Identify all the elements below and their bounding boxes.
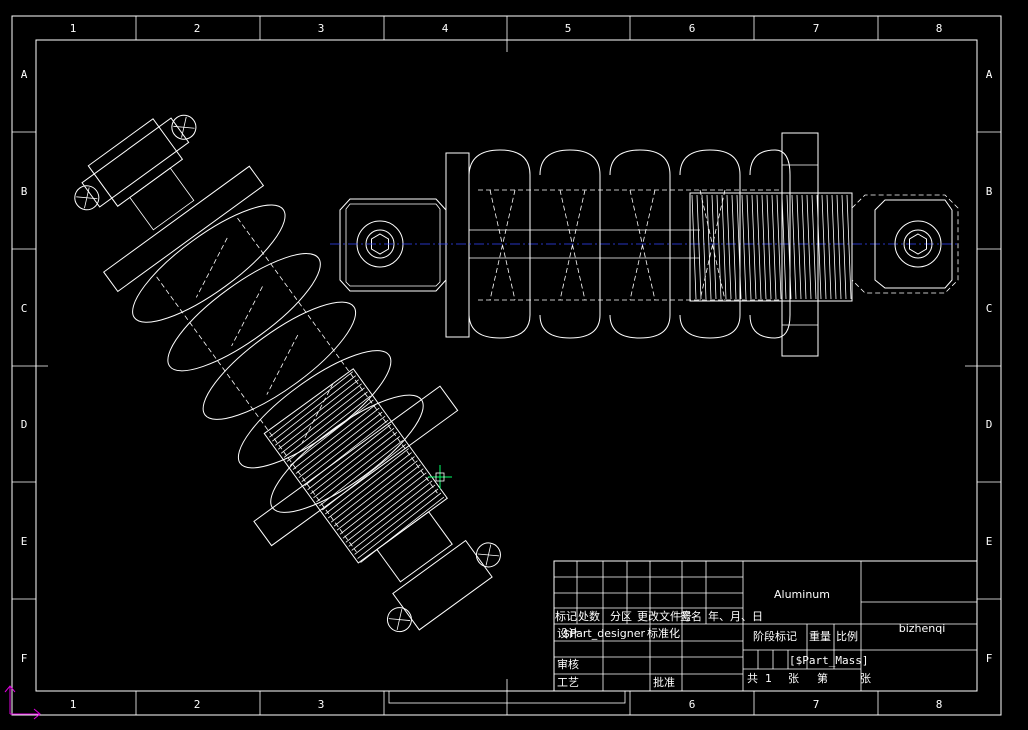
- change-doc-label: 更改文件号: [637, 609, 692, 623]
- count-label: 处数: [578, 610, 600, 623]
- col-label-top: 2: [194, 22, 201, 35]
- designer-label: 设计: [557, 627, 579, 640]
- adjuster-ring: [781, 132, 819, 357]
- row-label-left: A: [21, 68, 28, 81]
- total-label: 共: [747, 672, 758, 685]
- weight-label: 重量: [809, 629, 831, 643]
- shock-absorber-front-view[interactable]: [330, 132, 960, 357]
- left-eye-mount: [339, 198, 447, 292]
- approve-label: 批准: [653, 675, 675, 689]
- row-label-right: F: [986, 652, 993, 665]
- row-label-right: A: [986, 68, 993, 81]
- right-zone-bar: A B C D E F: [965, 68, 1001, 665]
- col-label-top: 3: [318, 22, 325, 35]
- sheet-label: 第: [817, 671, 828, 685]
- bottom-zone-bar: 1 2 3 6 7 8: [70, 679, 943, 715]
- sheet-unit-2: 张: [860, 672, 871, 685]
- row-label-left: D: [21, 418, 28, 431]
- process-label: 工艺: [557, 676, 579, 689]
- title-block: Aluminum bizhenqi 标记 处数 分区 更改文件号 签名 年、月、…: [553, 560, 978, 692]
- iso-spring-seat: [102, 165, 265, 293]
- iso-adjuster-ring: [253, 385, 459, 547]
- top-zone-bar: 1 2 3 4 5 6 7 8: [70, 16, 943, 52]
- col-label-bottom: 3: [318, 698, 325, 711]
- row-label-left: C: [21, 302, 28, 315]
- col-label-top: 5: [565, 22, 572, 35]
- col-label-top: 6: [689, 22, 696, 35]
- row-label-right: D: [986, 418, 993, 431]
- row-label-right: C: [986, 302, 993, 315]
- shock-absorber-iso-view[interactable]: [28, 75, 549, 671]
- col-label-top: 1: [70, 22, 77, 35]
- bottom-nut-assembly: [376, 511, 501, 633]
- col-label-bottom: 2: [194, 698, 201, 711]
- col-label-top: 7: [813, 22, 820, 35]
- mark-label: 标记: [555, 609, 577, 623]
- zone-label: 分区: [610, 610, 632, 623]
- col-label-bottom: 7: [813, 698, 820, 711]
- outer-border: [11, 15, 1002, 716]
- spring-seat-plate: [445, 152, 470, 338]
- coil-spring: [468, 149, 791, 339]
- right-eye-mount: [851, 194, 959, 294]
- threaded-body: [689, 192, 853, 302]
- designer-value: $Part_designer: [563, 627, 645, 640]
- standardization-label: 标准化: [647, 626, 680, 640]
- col-label-bottom: 6: [689, 698, 696, 711]
- review-label: 审核: [557, 657, 579, 671]
- iso-coil-spring: [132, 204, 438, 553]
- col-label-bottom: 1: [70, 698, 77, 711]
- material-label: Aluminum: [774, 588, 830, 601]
- signature-label: 签名: [680, 609, 702, 623]
- col-label-top: 8: [936, 22, 943, 35]
- total-value: 1: [765, 672, 772, 685]
- company-name: bizhenqi: [899, 622, 946, 635]
- sheet-unit: 张: [788, 672, 799, 685]
- stage-mark-label: 阶段标记: [753, 629, 797, 643]
- row-label-left: F: [21, 652, 28, 665]
- date-label: 年、月、日: [708, 609, 763, 623]
- row-label-right: E: [986, 535, 993, 548]
- ucs-icon: [4, 685, 41, 720]
- top-nut-assembly: [74, 114, 197, 231]
- cursor-crosshair: [428, 465, 452, 489]
- left-zone-bar: A B C D E F: [12, 68, 48, 665]
- scale-label: 比例: [836, 629, 858, 643]
- row-label-right: B: [986, 185, 993, 198]
- col-label-bottom: 8: [936, 698, 943, 711]
- row-label-left: E: [21, 535, 28, 548]
- col-label-top: 4: [442, 22, 449, 35]
- mass-value: [$Part_Mass]: [789, 654, 868, 667]
- row-label-left: B: [21, 185, 28, 198]
